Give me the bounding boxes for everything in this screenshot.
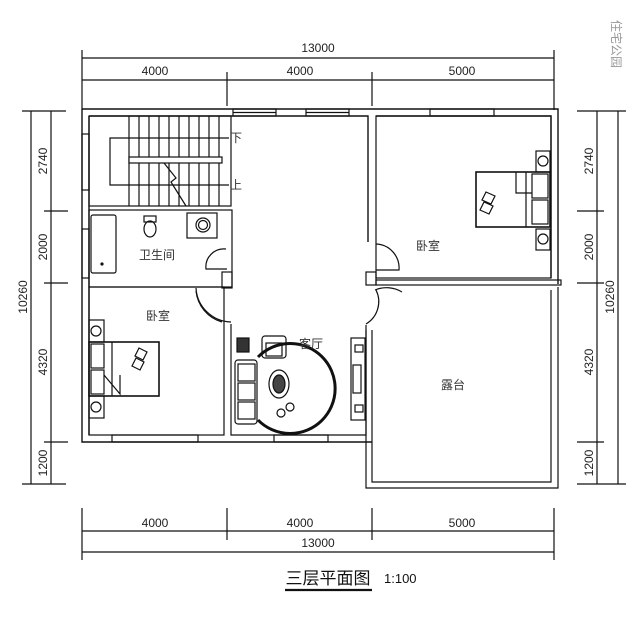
stair-up-label: 上 bbox=[230, 178, 242, 192]
dim-bottom-seg-2: 4000 bbox=[287, 516, 314, 530]
top-windows bbox=[232, 108, 350, 117]
watermark: 住宅公园 bbox=[609, 20, 624, 68]
dim-left-seg-1: 2740 bbox=[36, 147, 50, 174]
corridor-doors bbox=[221, 271, 562, 325]
dim-top-seg-1: 4000 bbox=[142, 64, 169, 78]
dim-left-seg-2: 2000 bbox=[36, 233, 50, 260]
dim-left-seg-3: 4320 bbox=[36, 348, 50, 375]
dim-right-seg-2: 2000 bbox=[582, 233, 596, 260]
dim-right-seg-3: 4320 bbox=[582, 348, 596, 375]
room-label-bedroom-sw: 卧室 bbox=[146, 308, 170, 323]
dim-top-seg-2: 4000 bbox=[287, 64, 314, 78]
bottom-dimension-chain bbox=[81, 508, 555, 560]
dim-left-total: 10260 bbox=[16, 280, 30, 314]
dim-right-seg-1: 2740 bbox=[582, 147, 596, 174]
bedroom-sw bbox=[88, 286, 225, 443]
stairwell bbox=[88, 115, 232, 207]
bedroom-ne bbox=[375, 108, 552, 279]
dim-bottom-seg-1: 4000 bbox=[142, 516, 169, 530]
right-dimension-chain bbox=[577, 110, 626, 485]
drawing-title: 三层平面图 bbox=[286, 569, 371, 589]
terrace bbox=[365, 287, 559, 489]
room-label-living-room: 客厅 bbox=[299, 336, 323, 351]
dim-left-seg-4: 1200 bbox=[36, 449, 50, 476]
room-label-bedroom-ne: 卧室 bbox=[416, 238, 440, 253]
left-dimension-chain bbox=[22, 110, 68, 485]
dim-bottom-seg-3: 5000 bbox=[449, 516, 476, 530]
dim-top-total: 13000 bbox=[301, 41, 335, 55]
dim-bottom-total: 13000 bbox=[301, 536, 335, 550]
dim-right-total: 10260 bbox=[603, 280, 617, 314]
room-label-terrace: 露台 bbox=[441, 377, 465, 392]
stair-down-label: 下 bbox=[230, 131, 242, 145]
drawing-scale: 1:100 bbox=[384, 571, 417, 586]
top-dimension-chain bbox=[81, 50, 555, 110]
room-label-bathroom: 卫生间 bbox=[139, 248, 175, 262]
dim-top-seg-3: 5000 bbox=[449, 64, 476, 78]
dim-right-seg-4: 1200 bbox=[582, 449, 596, 476]
living-room bbox=[195, 287, 367, 443]
left-windows bbox=[81, 133, 90, 279]
